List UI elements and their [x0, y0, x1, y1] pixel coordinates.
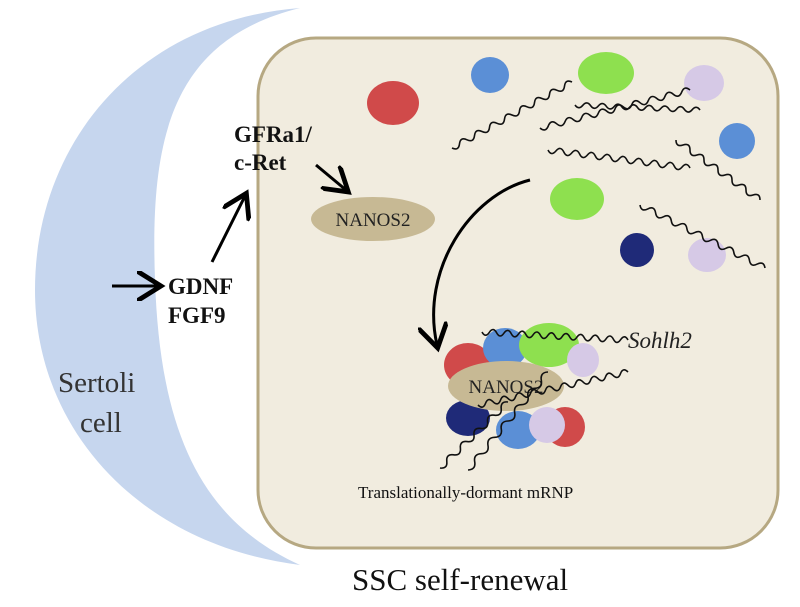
- receptor-label-line1: GFRa1/: [234, 122, 313, 147]
- activation-arrow: [210, 196, 245, 263]
- protein-red: [367, 81, 419, 125]
- complex-protein-navy: [446, 400, 490, 436]
- mrna-strand: [547, 147, 691, 171]
- protein-green: [550, 178, 604, 220]
- nanos2-protein-label: NANOS2: [336, 210, 411, 231]
- sertoli-label-line2: cell: [80, 407, 122, 439]
- nanos2-bound-label: NANOS2: [469, 377, 544, 398]
- gdnf-label: GDNF: [168, 274, 233, 299]
- diagram-title: SSC self-renewal: [352, 562, 568, 597]
- mrna-strand: [539, 87, 691, 131]
- protein-blue: [719, 123, 755, 159]
- protein-navy: [620, 233, 654, 267]
- complex-protein-lavender: [567, 343, 599, 377]
- protein-blue: [471, 57, 509, 93]
- mrna-strand: [451, 80, 573, 150]
- fgf9-label: FGF9: [168, 303, 226, 328]
- mrnp-caption: Translationally-dormant mRNP: [358, 483, 573, 502]
- receptor-label-line2: c-Ret: [234, 150, 287, 175]
- complex-protein-blue: [483, 328, 527, 368]
- nanos2-protein: [311, 197, 435, 241]
- complex-mrna-strand: [477, 369, 629, 408]
- complex-mrna-strand: [439, 401, 509, 469]
- complex-mrna-strand: [481, 328, 629, 344]
- sertoli-cell-crescent: [35, 8, 300, 565]
- mrna-strand: [639, 204, 766, 269]
- translationally-dormant-mrnp: NANOS2: [439, 323, 629, 471]
- mrna-strand: [675, 139, 761, 201]
- assembly-arrow: [434, 178, 531, 345]
- nanos2-bound: [448, 361, 564, 411]
- protein-green: [578, 52, 634, 94]
- sohlh2-label: Sohlh2: [628, 328, 692, 353]
- complex-protein-lavender: [529, 407, 565, 443]
- nanos-induction-arrow: [315, 163, 346, 190]
- protein-lavender: [684, 65, 724, 101]
- mrna-strand: [574, 102, 701, 113]
- sertoli-label-line1: Sertoli: [58, 367, 135, 399]
- complex-mrna-strand: [467, 371, 549, 471]
- protein-lavender: [688, 238, 726, 272]
